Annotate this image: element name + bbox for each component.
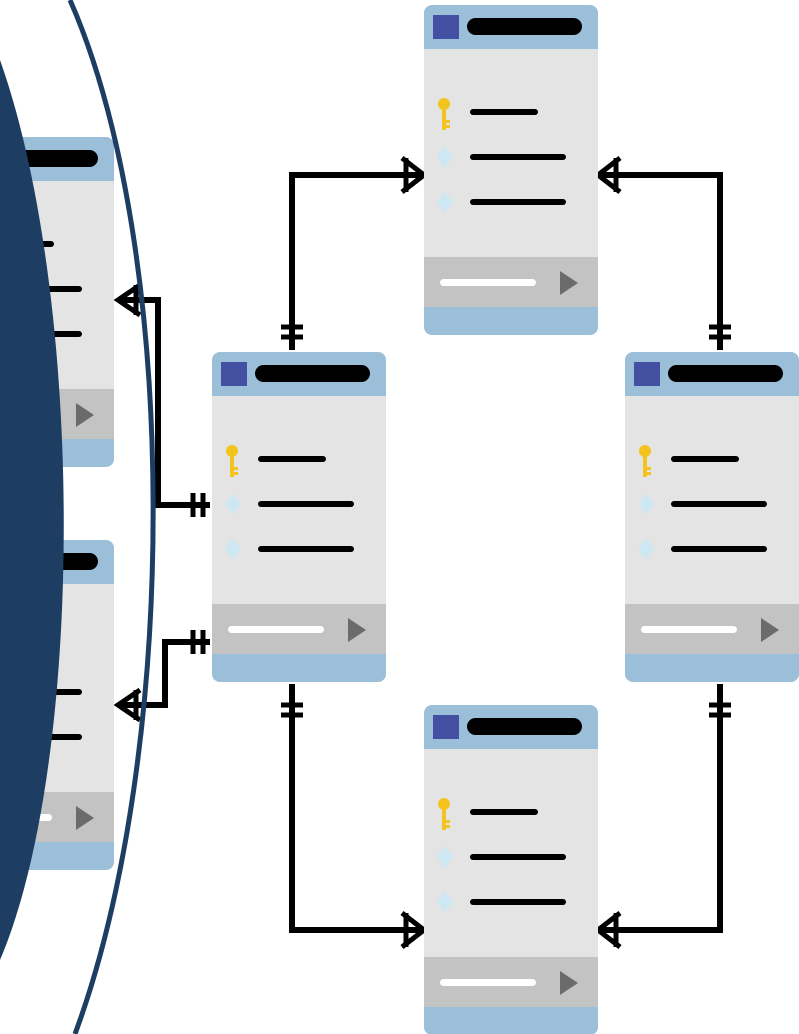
table-title-bar [467,718,582,735]
bars-center-left-upper [190,493,206,517]
field-name-bar [671,501,767,507]
relationship-center-top [289,172,422,350]
table-body [212,396,386,604]
table-icon-square [634,362,660,386]
key-icon [639,445,651,477]
play-arrow-icon [76,403,94,427]
crows-foot-left-lower [113,687,142,723]
play-arrow-icon [76,806,94,830]
field-name-bar [470,899,566,905]
bars-right-top [709,324,731,340]
bars-right-bottom [709,702,731,718]
key-icon [226,445,238,477]
table-right [625,352,799,682]
table-center [212,352,386,682]
table-body [424,49,598,257]
play-arrow-icon [560,271,578,295]
table-title-bar [668,365,783,382]
field-name-bar [671,546,767,552]
field-name-bar [258,546,354,552]
arc-fill [0,60,64,960]
play-arrow-icon [348,618,366,642]
relationship-center-bottom [289,684,422,933]
field-name-bar [671,456,739,462]
footer-bar [440,979,536,986]
field-name-bar [470,809,538,815]
footer-bar [440,279,536,286]
diamond-icon [638,493,654,515]
field-name-bar [470,109,538,115]
key-icon [438,98,450,130]
table-body [424,749,598,957]
field-name-bar [258,501,354,507]
diamond-icon [225,493,241,515]
field-name-bar [470,199,566,205]
relationship-center-left-upper [118,297,210,508]
diamond-icon [437,146,453,168]
crows-foot-left-upper [113,282,142,318]
tables-layer [0,5,799,1034]
diamond-icon [225,538,241,560]
table-icon-square [221,362,247,386]
diamond-icon [437,191,453,213]
table-body [625,396,799,604]
footer-bar [641,626,737,633]
footer-bar [228,626,324,633]
table-bottom [424,705,598,1034]
diamond-icon [437,846,453,868]
relationship-right-top [600,172,723,350]
field-name-bar [470,154,566,160]
field-name-bar [258,456,326,462]
field-name-bar [470,854,566,860]
arc-outline [67,0,156,1034]
play-arrow-icon [761,618,779,642]
relationship-right-bottom [600,684,723,933]
relationship-lines [118,172,723,933]
one-mandatory-markers [190,324,731,718]
diamond-icon [638,538,654,560]
bars-center-bottom [281,702,303,718]
table-title-bar [467,18,582,35]
key-icon [438,798,450,830]
table-top [424,5,598,335]
bars-center-top [281,324,303,340]
table-icon-square [433,715,459,739]
table-title-bar [255,365,370,382]
bars-center-left-lower [190,630,206,654]
left-arc-decoration [0,0,156,1034]
diamond-icon [437,891,453,913]
play-arrow-icon [560,971,578,995]
table-icon-square [433,15,459,39]
